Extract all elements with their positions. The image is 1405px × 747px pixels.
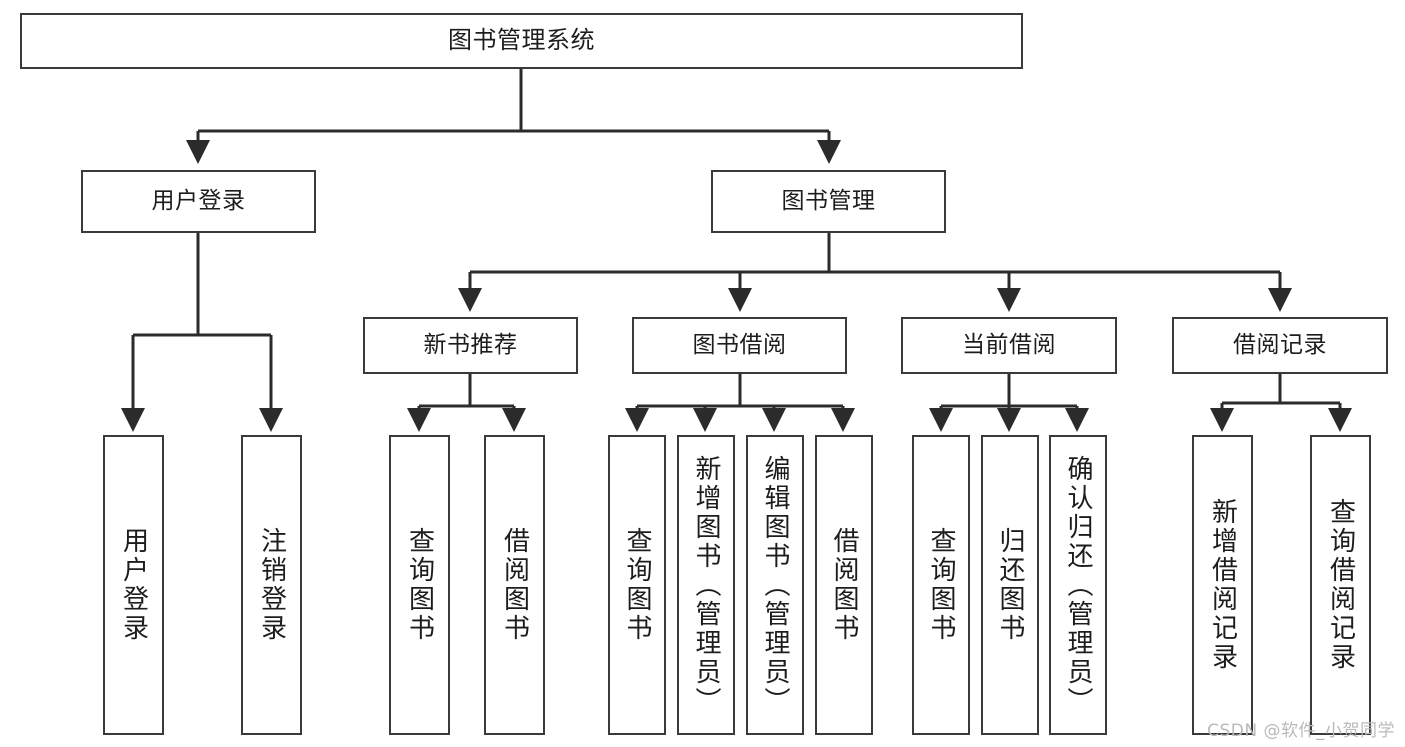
node-book-management[interactable]: 图书管理 [711, 170, 946, 233]
leaf-confirm-return-admin[interactable]: 确认归还（管理员） [1049, 435, 1107, 735]
node-label: 编辑图书（管理员） [760, 454, 790, 716]
node-label: 新增借阅记录 [1207, 498, 1238, 672]
leaf-borrow-book[interactable]: 借阅图书 [815, 435, 873, 735]
leaf-query-book-current[interactable]: 查询图书 [912, 435, 970, 735]
node-borrow-record[interactable]: 借阅记录 [1172, 317, 1388, 374]
node-label: 借阅记录 [1233, 332, 1327, 359]
node-user-login[interactable]: 用户登录 [81, 170, 316, 233]
node-label: 查询图书 [926, 527, 956, 643]
node-label: 借阅图书 [499, 527, 530, 643]
node-book-borrow[interactable]: 图书借阅 [632, 317, 847, 374]
leaf-query-book-recommend[interactable]: 查询图书 [389, 435, 450, 735]
node-label: 用户登录 [151, 188, 246, 215]
leaf-query-borrow-record[interactable]: 查询借阅记录 [1310, 435, 1371, 735]
node-label: 用户登录 [118, 527, 149, 643]
node-label: 当前借阅 [962, 332, 1056, 359]
node-label: 确认归还（管理员） [1063, 454, 1093, 716]
leaf-query-book-borrow[interactable]: 查询图书 [608, 435, 666, 735]
node-new-book-recommend[interactable]: 新书推荐 [363, 317, 578, 374]
node-label: 注销登录 [256, 527, 287, 643]
leaf-logout[interactable]: 注销登录 [241, 435, 302, 735]
leaf-user-login[interactable]: 用户登录 [103, 435, 164, 735]
node-label: 归还图书 [995, 527, 1025, 643]
node-label: 图书借阅 [692, 332, 787, 359]
node-label: 图书管理 [781, 188, 876, 215]
node-label: 查询图书 [404, 527, 435, 643]
node-root-library-management-system[interactable]: 图书管理系统 [20, 13, 1023, 69]
node-label: 新增图书（管理员） [691, 454, 721, 716]
node-label: 查询图书 [622, 527, 652, 643]
node-label: 查询借阅记录 [1325, 498, 1356, 672]
leaf-add-borrow-record[interactable]: 新增借阅记录 [1192, 435, 1253, 735]
watermark: CSDN @软件_小贺同学 [1207, 721, 1395, 741]
node-current-borrow[interactable]: 当前借阅 [901, 317, 1117, 374]
leaf-return-book[interactable]: 归还图书 [981, 435, 1039, 735]
node-label: 新书推荐 [423, 332, 518, 359]
leaf-add-book-admin[interactable]: 新增图书（管理员） [677, 435, 735, 735]
node-label: 图书管理系统 [448, 26, 595, 55]
leaf-borrow-book-recommend[interactable]: 借阅图书 [484, 435, 545, 735]
leaf-edit-book-admin[interactable]: 编辑图书（管理员） [746, 435, 804, 735]
node-label: 借阅图书 [829, 527, 859, 643]
